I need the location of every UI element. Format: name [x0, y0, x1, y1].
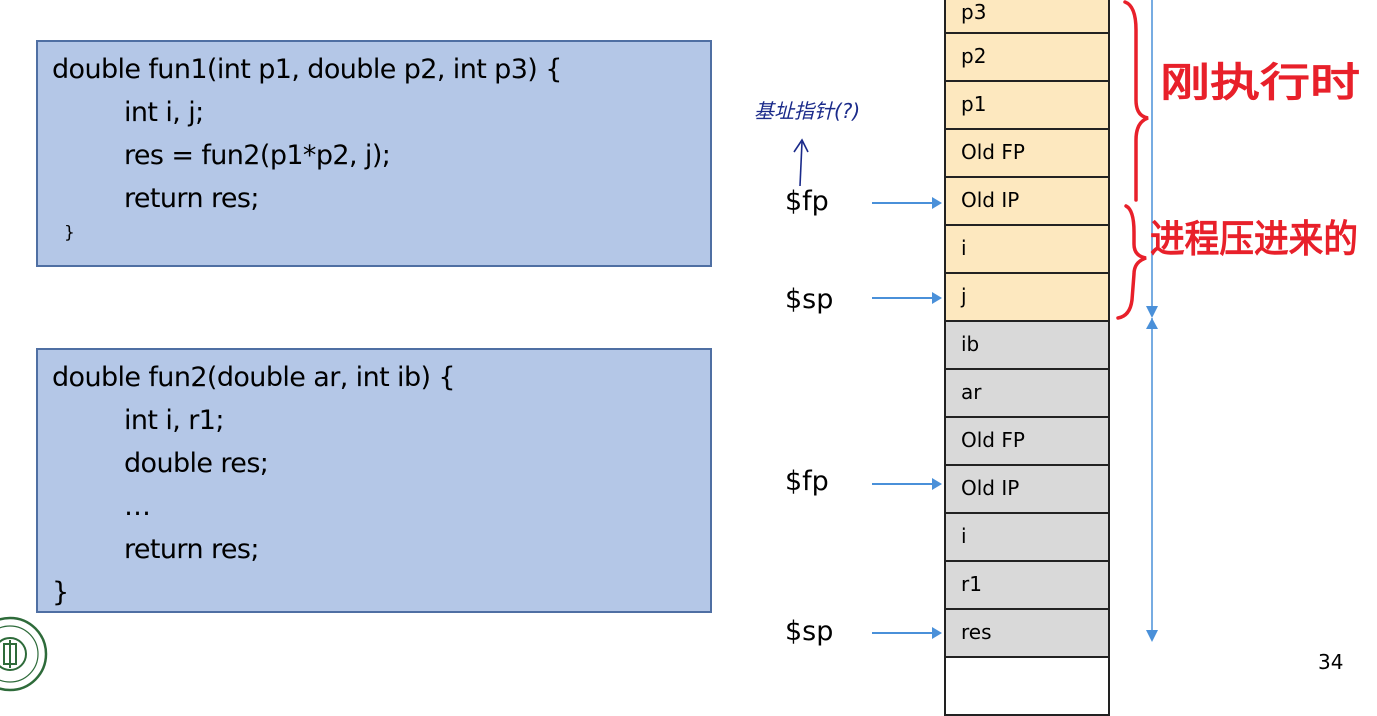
stack-cell-old-ip: Old IP — [944, 466, 1110, 514]
stack-cell-ib: ib — [944, 322, 1110, 370]
handwritten-arrowhead-icon — [793, 138, 809, 153]
code-line: double res; — [124, 448, 269, 479]
handwritten-note-just-executed: 刚执行时 — [1160, 60, 1360, 106]
pointer-arrow — [872, 632, 934, 634]
stack-cell-p1: p1 — [944, 82, 1110, 130]
stack-cell-i: i — [944, 226, 1110, 274]
code-line: res = fun2(p1*p2, j); — [124, 140, 391, 171]
code-block-fun2: double fun2(double ar, int ib) { int i, … — [36, 348, 712, 613]
code-line: int i, r1; — [124, 405, 224, 436]
annotation-overlay: 基址指针(?) 刚执行时 进程压进来的 — [754, 0, 1360, 642]
arrow-head-icon — [932, 197, 942, 209]
page-number: 34 — [1318, 650, 1344, 674]
register-fp-label: $fp — [785, 466, 829, 497]
code-line: } — [64, 223, 75, 243]
handwritten-arrow-icon — [799, 141, 803, 187]
stack-cell-j: j — [944, 274, 1110, 322]
code-line: double fun1(int p1, double p2, int p3) { — [52, 54, 562, 85]
pointer-arrow — [872, 202, 934, 204]
pointer-arrow — [872, 297, 934, 299]
handwritten-note-base-pointer: 基址指针(?) — [754, 99, 860, 123]
code-line: } — [52, 577, 69, 608]
university-logo — [0, 616, 48, 692]
code-line: … — [124, 491, 151, 522]
stack-cell-i: i — [944, 514, 1110, 562]
code-block-fun1: double fun1(int p1, double p2, int p3) {… — [36, 40, 712, 267]
arrow-down-icon — [1146, 306, 1158, 318]
stack-cell-old-fp: Old FP — [944, 130, 1110, 178]
handwritten-brace-icon — [1116, 204, 1147, 320]
stack-cell-p2: p2 — [944, 34, 1110, 82]
stack-cell-res: res — [944, 610, 1110, 658]
code-line: return res; — [124, 534, 259, 565]
pointer-arrow — [872, 483, 934, 485]
register-fp-label: $fp — [785, 186, 829, 217]
handwritten-note-process-push: 进程压进来的 — [1150, 217, 1358, 261]
arrow-up-icon — [1146, 318, 1158, 329]
stack-cell-p3: p3 — [944, 0, 1110, 34]
register-sp-label: $sp — [785, 284, 834, 315]
stack-cell-old-fp: Old FP — [944, 418, 1110, 466]
arrow-head-icon — [932, 627, 942, 639]
stack-cell-old-ip: Old IP — [944, 178, 1110, 226]
code-line: return res; — [124, 183, 259, 214]
handwritten-brace-icon — [1123, 0, 1149, 202]
arrow-down-icon — [1146, 630, 1158, 642]
code-line: double fun2(double ar, int ib) { — [52, 362, 456, 393]
arrow-head-icon — [932, 478, 942, 490]
register-sp-label: $sp — [785, 616, 834, 647]
stack-cell-ar: ar — [944, 370, 1110, 418]
code-line: int i, j; — [124, 97, 204, 128]
arrow-head-icon — [932, 292, 942, 304]
stack-cell-r1: r1 — [944, 562, 1110, 610]
